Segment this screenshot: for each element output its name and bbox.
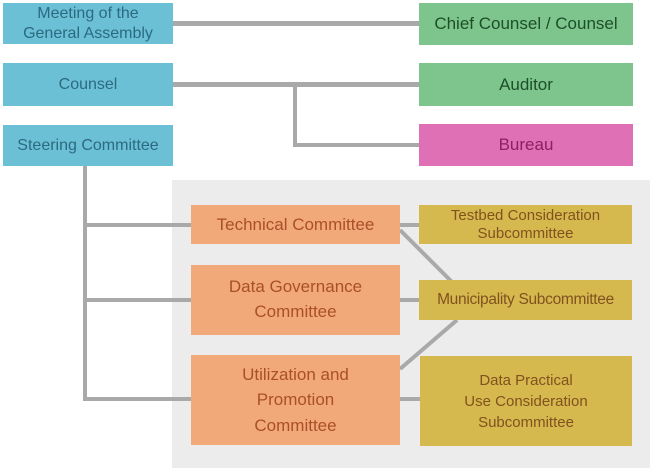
connector-counsel-bureau-vertical bbox=[293, 84, 297, 147]
node-data-practical-use-subcommittee: Data Practical Use Consideration Subcomm… bbox=[420, 356, 632, 446]
node-utilization-promotion-committee: Utilization and Promotion Committee bbox=[191, 355, 400, 445]
node-technical-committee: Technical Committee bbox=[191, 205, 400, 244]
connector-counsel-bureau-horizontal bbox=[293, 143, 419, 147]
node-data-governance-committee: Data Governance Committee bbox=[191, 265, 400, 335]
node-meeting-of-general-assembly: Meeting of the General Assembly bbox=[3, 3, 173, 44]
connector-utilization-data-practical bbox=[400, 397, 420, 401]
node-bureau: Bureau bbox=[419, 124, 633, 166]
connector-data-governance-municipality bbox=[400, 298, 419, 302]
node-municipality-subcommittee: Municipality Subcommittee bbox=[419, 280, 632, 320]
connector-technical-testbed bbox=[400, 223, 419, 227]
node-steering-committee: Steering Committee bbox=[3, 125, 173, 166]
connector-meeting-chief-counsel bbox=[173, 21, 419, 26]
connector-steering-data-governance bbox=[85, 298, 191, 302]
node-chief-counsel: Chief Counsel / Counsel bbox=[419, 3, 633, 45]
node-auditor: Auditor bbox=[419, 63, 633, 106]
node-testbed-consideration-subcommittee: Testbed Consideration Subcommittee bbox=[419, 205, 632, 244]
connector-steering-utilization bbox=[85, 397, 191, 401]
connector-technical-municipality bbox=[398, 228, 455, 285]
connector-steering-trunk bbox=[83, 166, 87, 401]
connector-utilization-municipality bbox=[398, 318, 459, 371]
connector-steering-technical bbox=[85, 223, 191, 227]
node-counsel: Counsel bbox=[3, 63, 173, 106]
